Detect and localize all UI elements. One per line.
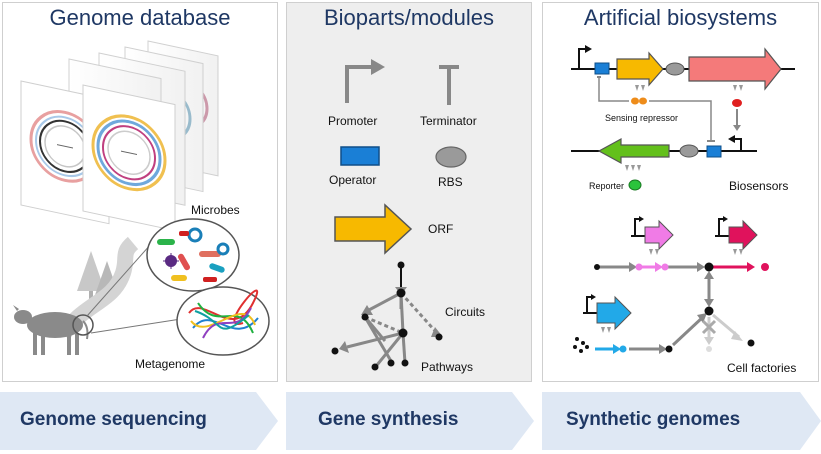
gene-synthesis-label: Gene synthesis — [318, 409, 459, 430]
promoter-label: Promoter — [328, 114, 378, 128]
biosystems-illustration — [571, 45, 795, 354]
orf-label: ORF — [428, 222, 454, 236]
tangled-dna-icon — [176, 286, 270, 356]
genome-database-illustration — [13, 40, 270, 356]
terminator-icon — [439, 65, 459, 105]
microbes-icon — [146, 218, 240, 292]
rbs-icon — [435, 146, 467, 168]
microbes-label: Microbes — [191, 203, 240, 217]
circuits-label: Circuits — [445, 305, 486, 319]
genome-sequencing-banner: Genome sequencing — [0, 392, 278, 450]
genome-database-panel: Genome database — [2, 2, 278, 382]
reporter-label: Reporter — [589, 181, 625, 191]
cell-factories-label: Cell factories — [727, 361, 797, 375]
cow-icon — [13, 305, 89, 355]
terminator-label: Terminator — [420, 114, 477, 128]
pathways-label: Pathways — [421, 360, 474, 374]
network-graph-icon — [331, 261, 443, 371]
rbs-label: RBS — [438, 175, 463, 189]
metagenome-label: Metagenome — [135, 357, 206, 371]
bioparts-modules-panel: Bioparts/modules — [286, 2, 532, 382]
bioparts-illustration — [331, 59, 467, 371]
promoter-icon — [345, 59, 385, 103]
operator-label: Operator — [329, 173, 377, 187]
sensing-repressor-label: Sensing repressor — [605, 113, 679, 123]
circular-genome-map-icon — [20, 40, 219, 232]
orf-icon — [334, 203, 413, 255]
gene-synthesis-banner: Gene synthesis — [286, 392, 534, 450]
artificial-biosystems-panel: Artificial biosystems — [542, 2, 819, 382]
artificial-biosystems-title: Artificial biosystems — [583, 5, 778, 30]
biosensors-label: Biosensors — [729, 179, 789, 193]
genome-sequencing-label: Genome sequencing — [20, 409, 207, 430]
synthetic-genomes-banner: Synthetic genomes — [542, 392, 821, 450]
genome-database-title: Genome database — [49, 5, 231, 30]
synthetic-genomes-label: Synthetic genomes — [566, 409, 741, 430]
bioparts-modules-title: Bioparts/modules — [324, 5, 494, 30]
operator-icon — [340, 146, 380, 166]
